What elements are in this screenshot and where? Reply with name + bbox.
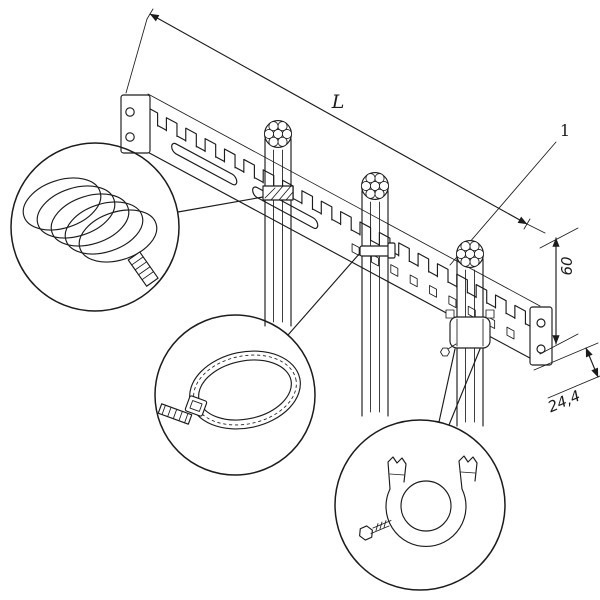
detail-circle <box>154 314 316 476</box>
cable-bundle-1 <box>262 120 294 327</box>
dimension-tick <box>146 8 154 20</box>
detail-cable-clamp <box>334 419 506 591</box>
detail-cable-tie <box>154 314 316 476</box>
flange-hole <box>126 133 134 141</box>
flange-hole <box>126 108 134 116</box>
rail-teeth <box>147 107 525 324</box>
leader-spiral-wrap <box>177 196 264 213</box>
detail-circle <box>334 419 506 591</box>
dim-height-label: 60 <box>558 256 576 275</box>
wire-bundle-end <box>263 120 293 148</box>
right-mounting-flange <box>530 307 552 365</box>
item-number-label: 1 <box>560 121 570 140</box>
cable-bundle-3 <box>440 240 495 427</box>
detail-leader-lines <box>177 196 481 426</box>
leader-cable-tie <box>287 252 361 336</box>
cable-tie-head <box>184 395 208 417</box>
rail-back-top-edge <box>148 94 540 306</box>
dimension-line <box>585 347 599 378</box>
extension-line <box>547 375 600 399</box>
cable-tie-drawing <box>157 350 301 430</box>
cable-bundle-2 <box>359 172 396 417</box>
spiral-wrap-drawing <box>22 177 159 287</box>
dimension-length: L <box>125 8 546 234</box>
flange-hole <box>537 319 545 327</box>
dimension-tick <box>523 218 531 230</box>
left-mounting-flange <box>121 95 150 153</box>
clamp-screw <box>359 520 392 541</box>
leader-clamp-a <box>438 348 456 423</box>
dim-length-label: L <box>331 91 345 113</box>
clamp-screw-head <box>440 347 450 357</box>
wire-bundle-end <box>360 172 390 200</box>
clamp-right-tab <box>458 455 478 490</box>
extension-line <box>539 227 579 249</box>
clamp-on-cable <box>440 309 495 357</box>
extension-line <box>533 342 599 371</box>
wire-bundle-end <box>455 240 485 268</box>
spiral-wrap-striped-end <box>127 251 159 287</box>
leader-clamp-b <box>448 348 481 426</box>
dim-depth-label: 24,4 <box>545 387 583 417</box>
cable-tie-tail <box>157 403 193 425</box>
cable-clamp-drawing <box>359 455 478 547</box>
cable-tie-on-cable <box>359 242 396 259</box>
detail-spiral-wrap <box>10 142 180 312</box>
spiral-wrap-on-cable <box>262 185 294 201</box>
extension-line <box>526 223 546 234</box>
clamp-left-tab <box>387 456 407 490</box>
dimension-height: 60 <box>539 227 579 355</box>
extension-line <box>125 18 148 94</box>
dimension-line <box>149 13 528 225</box>
detail-circle <box>10 142 180 312</box>
